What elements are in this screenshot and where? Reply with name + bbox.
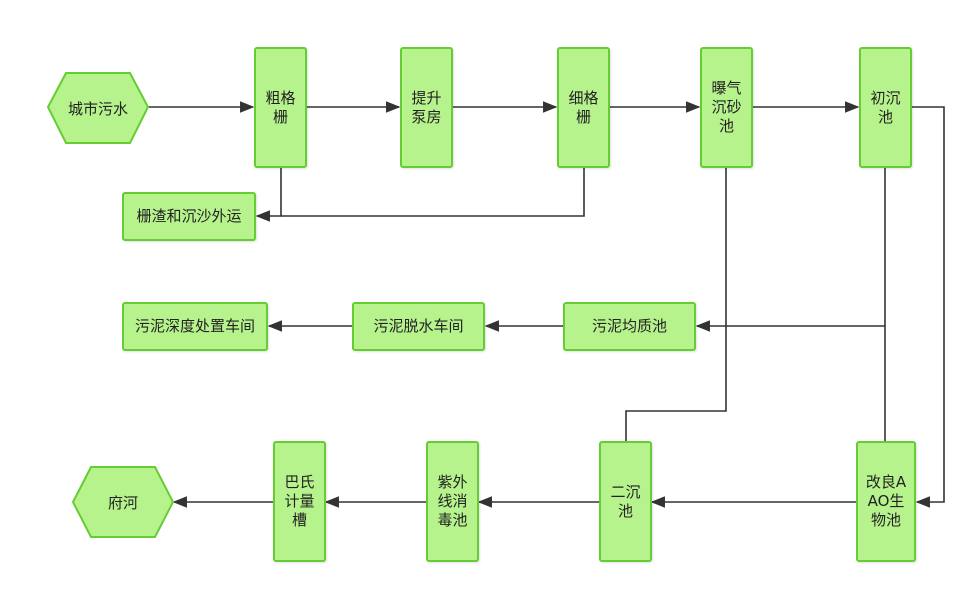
hex-urban-sewage	[46, 72, 150, 144]
node-fine-screen: 细格栅	[557, 47, 610, 168]
node-screenings: 栅渣和沉沙外运	[122, 192, 256, 241]
node-aao: 改良AAO生物池	[856, 441, 916, 562]
edge-coarse-screenings	[255, 167, 282, 222]
node-aerated-grit: 曝气沉砂池	[700, 47, 753, 168]
node-uv: 紫外线消毒池	[426, 441, 479, 562]
hex-fu-river	[71, 466, 175, 538]
node-sludge-dewater: 污泥脱水车间	[352, 302, 485, 351]
edge-fine-screenings	[281, 167, 585, 217]
node-parshall: 巴氏计量槽	[273, 441, 326, 562]
node-sludge-homog: 污泥均质池	[563, 302, 696, 351]
node-sludge-deep: 污泥深度处置车间	[122, 302, 268, 351]
node-coarse-screen: 粗格栅	[254, 47, 307, 168]
node-lift-pump: 提升泵房	[400, 47, 453, 168]
edge-grit-secondary	[625, 167, 727, 441]
node-fu-river-label: 府河	[107, 493, 138, 512]
node-secondary: 二沉池	[599, 441, 652, 562]
edge-primary-aao	[911, 106, 945, 508]
node-urban-sewage-label: 城市污水	[67, 99, 128, 118]
node-primary-clarifier: 初沉池	[859, 47, 912, 168]
